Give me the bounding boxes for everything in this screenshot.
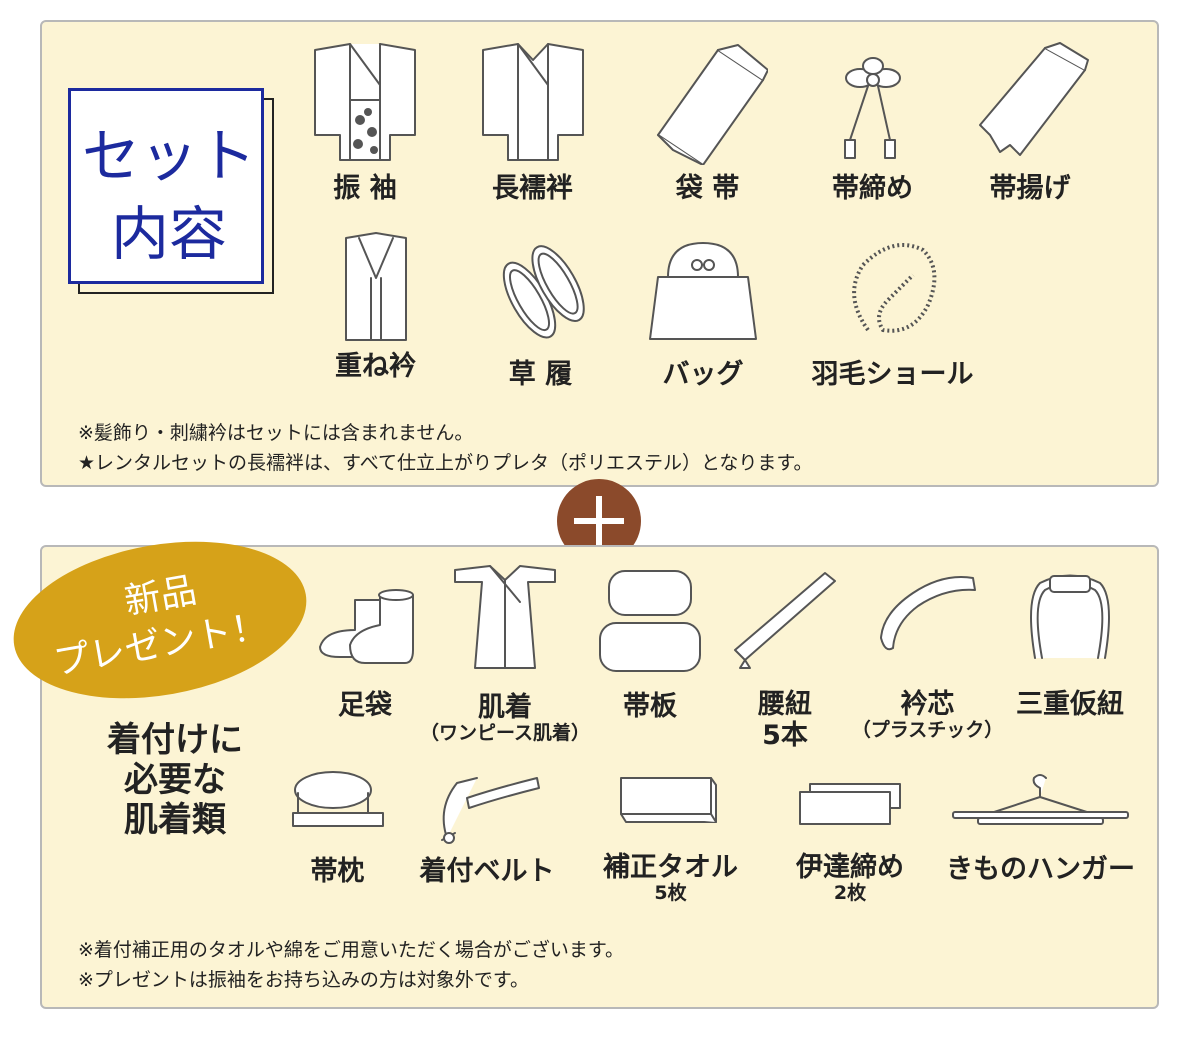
gift-item-obi-ita: 帯板 bbox=[590, 565, 710, 722]
zori-icon bbox=[502, 245, 585, 339]
gift-heading: 着付けに 必要な 肌着類 bbox=[75, 720, 275, 840]
gift-item-sanju-karihimo: 三重仮紐 bbox=[1005, 568, 1135, 720]
gift-heading-line1: 着付けに bbox=[107, 720, 243, 760]
set-item-label: 草 履 bbox=[508, 359, 573, 390]
gift-item-koshihimo: 腰紐 5本 bbox=[725, 568, 845, 751]
nagajuban-icon bbox=[481, 43, 584, 161]
set-item-label: 袋 帯 bbox=[675, 173, 740, 204]
gift-item-hadagi: 肌着 （ワンピース肌着） bbox=[410, 562, 600, 744]
set-item-kasane-eri: 重ね衿 bbox=[318, 228, 433, 382]
gift-note-2: ※プレゼントは振袖をお持ち込みの方は対象外です。 bbox=[78, 969, 530, 991]
set-item-furisode: 振 袖 bbox=[305, 40, 425, 204]
set-item-nagajuban: 長襦袢 bbox=[470, 40, 595, 204]
gift-item-tabi: 足袋 bbox=[310, 585, 420, 721]
kasane-eri-icon bbox=[344, 232, 407, 341]
gift-item-label: 補正タオル bbox=[603, 852, 738, 883]
gift-item-label: 帯枕 bbox=[310, 856, 365, 887]
gift-heading-line2: 必要な bbox=[124, 760, 226, 801]
gift-heading-line3: 肌着類 bbox=[124, 800, 226, 841]
gift-item-label: 腰紐 bbox=[758, 689, 812, 720]
set-item-zori: 草 履 bbox=[478, 238, 603, 390]
obi-makura-icon bbox=[291, 771, 384, 827]
set-title-line2: 内容 bbox=[110, 200, 227, 268]
towel-icon bbox=[619, 777, 717, 823]
gift-item-label: 足袋 bbox=[338, 690, 392, 721]
gift-item-towel: 補正タオル 5枚 bbox=[598, 770, 743, 904]
sanju-karihimo-icon bbox=[1030, 574, 1110, 659]
koshihimo-icon bbox=[734, 572, 836, 669]
kitsuke-belt-icon bbox=[441, 777, 540, 844]
fukuro-obi-icon bbox=[656, 44, 768, 165]
set-item-fukuro-obi: 袋 帯 bbox=[645, 40, 770, 204]
set-item-obijime: 帯締め bbox=[810, 40, 935, 204]
set-item-label: 羽毛ショール bbox=[811, 359, 974, 390]
eri-shin-icon bbox=[879, 576, 976, 651]
gift-item-label: 衿芯 bbox=[900, 689, 955, 720]
gift-item-sub: （ワンピース肌着） bbox=[419, 722, 591, 745]
set-item-bag: バッグ bbox=[643, 235, 763, 390]
gift-badge: 新品 プレゼント！ bbox=[1, 520, 319, 720]
gift-item-kimono-hanger: きものハンガー bbox=[938, 772, 1143, 885]
kimono-hanger-icon bbox=[952, 774, 1129, 825]
gift-item-label: 着付ベルト bbox=[419, 856, 555, 887]
set-item-label: 長襦袢 bbox=[492, 173, 573, 204]
obijime-icon bbox=[843, 57, 901, 159]
set-item-label: 重ね衿 bbox=[335, 351, 416, 382]
set-item-label: 帯揚げ bbox=[989, 173, 1071, 204]
obi-ita-icon bbox=[599, 570, 701, 672]
gift-item-label: きものハンガー bbox=[946, 854, 1135, 885]
set-item-label: 帯締め bbox=[832, 173, 913, 204]
gift-item-sub: 2枚 bbox=[833, 882, 867, 905]
gift-item-sub: 5枚 bbox=[654, 882, 687, 905]
hadagi-icon bbox=[454, 565, 556, 669]
set-note-1: ※髪飾り・刺繍衿はセットには含まれません。 bbox=[78, 422, 474, 444]
bag-icon bbox=[649, 242, 757, 340]
set-note-2: ★レンタルセットの長襦袢は、すべて仕立上がりプレタ（ポリエステル）となります。 bbox=[78, 452, 813, 474]
set-item-label: バッグ bbox=[662, 359, 744, 390]
gift-item-eri-shin: 衿芯 （プラスチック） bbox=[845, 568, 1010, 741]
gift-note-1: ※着付補正用のタオルや綿をご用意いただく場合がございます。 bbox=[78, 939, 625, 961]
gift-item-datejime: 伊達締め 2枚 bbox=[785, 770, 915, 904]
gift-item-label: 帯板 bbox=[623, 691, 677, 722]
tabi-icon bbox=[319, 589, 414, 664]
gift-item-label: 伊達締め bbox=[796, 852, 904, 883]
set-item-feather-shawl: 羽毛ショール bbox=[805, 235, 980, 390]
set-contents-title-box: セット 内容 bbox=[68, 88, 276, 298]
gift-item-sub: 5本 bbox=[762, 720, 808, 752]
set-item-obiage: 帯揚げ bbox=[965, 40, 1095, 204]
gift-item-kitsuke-belt: 着付ベルト bbox=[412, 768, 562, 887]
obiage-icon bbox=[979, 42, 1089, 156]
set-item-label: 振 袖 bbox=[333, 173, 397, 204]
datejime-icon bbox=[799, 783, 901, 825]
feather-shawl-icon bbox=[851, 243, 936, 333]
furisode-icon bbox=[314, 43, 416, 161]
gift-item-obi-makura: 帯枕 bbox=[285, 768, 390, 887]
gift-item-label: 三重仮紐 bbox=[1016, 689, 1124, 720]
gift-item-sub: （プラスチック） bbox=[851, 719, 1004, 742]
gift-item-label: 肌着 bbox=[478, 692, 532, 723]
set-title-line1: セット bbox=[81, 122, 256, 190]
